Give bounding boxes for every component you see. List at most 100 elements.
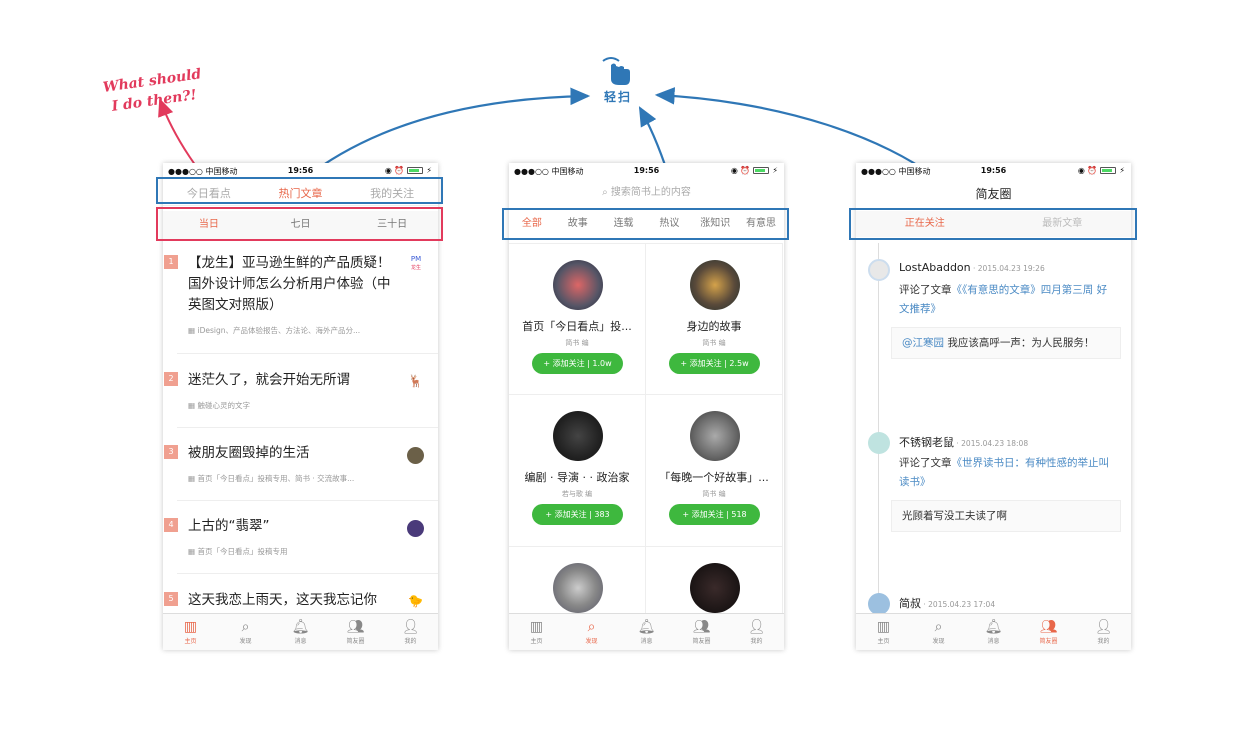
category-tabs: 全部 故事 连载 热议 涨知识 有意思 <box>509 211 784 237</box>
collection-card[interactable]: 首页「今日看点」投... 简书 编 + 添加关注 | 1.0w <box>509 243 646 395</box>
collection-avatar <box>553 260 603 310</box>
tab-serial[interactable]: 连载 <box>613 218 634 229</box>
article-title[interactable]: 迷茫久了，就会开始无所谓 <box>188 372 350 388</box>
top-tabs: 今日看点 热门文章 我的关注 <box>163 181 438 206</box>
article-thumbnail <box>407 447 424 464</box>
divider <box>177 427 438 428</box>
tab-knowledge[interactable]: 涨知识 <box>700 218 731 229</box>
follow-button[interactable]: + 添加关注 | 2.5w <box>669 353 760 374</box>
tab-discover[interactable]: ⌕发现 <box>218 614 273 650</box>
tab-following[interactable]: 我的关注 <box>370 187 415 200</box>
user-icon: 👤︎ <box>1094 619 1113 635</box>
tab-me[interactable]: 👤︎我的 <box>729 614 784 650</box>
collection-card[interactable] <box>646 547 783 650</box>
grid-icon: ▦ <box>188 401 198 410</box>
bottom-tab-bar: ▥主页 ⌕发现 🔔︎消息 👥︎简友圈 👤︎我的 <box>163 613 438 650</box>
tab-discover[interactable]: ⌕发现 <box>911 614 966 650</box>
phone-discover: ●●●○○ 中国移动 19:56 ◉ ⏰ ⚡ ⌕ 搜索简书上的内容 全部 故事 … <box>509 163 784 650</box>
follow-button[interactable]: + 添加关注 | 383 <box>532 504 623 525</box>
bell-icon: 🔔︎ <box>637 619 656 635</box>
tab-me[interactable]: 👤︎我的 <box>383 614 438 650</box>
tab-fun[interactable]: 有意思 <box>746 218 777 229</box>
rank-badge: 1 <box>164 255 178 269</box>
tab-discover[interactable]: ⌕发现 <box>564 614 619 650</box>
period-tabs: 当日 七日 三十日 <box>163 211 438 239</box>
follow-button[interactable]: + 添加关注 | 1.0w <box>532 353 623 374</box>
collection-editor: 简书 编 <box>565 339 589 347</box>
article-link[interactable]: 《《有意思的文章》四月第三周 好文推荐》 <box>899 284 1108 315</box>
collection-card[interactable]: 「每晚一个好故事」... 简书 编 + 添加关注 | 518 <box>646 395 783 547</box>
rank-badge: 2 <box>164 372 178 386</box>
collection-card[interactable] <box>509 547 646 650</box>
bottom-tab-bar: ▥主页 ⌕发现 🔔︎消息 👥︎简友圈 👤︎我的 <box>509 613 784 650</box>
article-title[interactable]: 【龙生】亚马逊生鲜的产品质疑！国外设计师怎么分析用户体验（中英图文对照版） <box>188 255 391 313</box>
article-link[interactable]: 《世界读书日：有种性感的举止叫读书》 <box>899 457 1109 488</box>
arrow-left <box>304 87 591 179</box>
tab-day[interactable]: 当日 <box>198 219 219 230</box>
mention-link[interactable]: @江寒园 <box>902 337 944 349</box>
tab-me[interactable]: 👤︎我的 <box>1076 614 1131 650</box>
tab-debate[interactable]: 热议 <box>659 218 680 229</box>
article-thumbnail: 🦌 <box>407 374 424 391</box>
tab-friends[interactable]: 👥︎简友圈 <box>328 614 383 650</box>
divider <box>177 573 438 574</box>
tap-gesture-icon <box>599 55 633 87</box>
collection-card[interactable]: 身边的故事 简书 编 + 添加关注 | 2.5w <box>646 243 783 395</box>
follow-button[interactable]: + 添加关注 | 518 <box>669 504 760 525</box>
article-title[interactable]: 被朋友圈毁掉的生活 <box>188 445 310 461</box>
avatar[interactable] <box>868 593 890 615</box>
rank-badge: 4 <box>164 518 178 532</box>
collection-editor: 简书 编 <box>702 490 726 498</box>
tab-home[interactable]: ▥主页 <box>163 614 218 650</box>
search-icon: ⌕ <box>934 619 943 635</box>
status-bar: ●●●○○ 中国移动 19:56 ◉ ⏰ ⚡ <box>856 163 1131 179</box>
feed-action: 评论了文章《《有意思的文章》四月第三周 好文推荐》 <box>899 284 1108 315</box>
timeline-line <box>878 243 879 613</box>
feed-tabs: 正在关注 最新文章 <box>856 211 1131 237</box>
tab-week[interactable]: 七日 <box>290 219 311 230</box>
bell-icon: 🔔︎ <box>984 619 1003 635</box>
grid-icon: ▦ <box>188 474 198 483</box>
collection-avatar <box>553 411 603 461</box>
collection-name: 「每晚一个好故事」... <box>659 471 769 484</box>
collection-card[interactable]: 编剧 · 导演 · · 政治家 若与歌 编 + 添加关注 | 383 <box>509 395 646 547</box>
tab-messages[interactable]: 🔔︎消息 <box>966 614 1021 650</box>
highlight-categories <box>502 208 789 240</box>
carrier-label: ●●●○○ 中国移动 <box>168 167 238 176</box>
tab-all[interactable]: 全部 <box>521 218 542 229</box>
avatar[interactable] <box>868 259 890 281</box>
rank-badge: 3 <box>164 445 178 459</box>
tab-story[interactable]: 故事 <box>567 218 588 229</box>
tab-friends[interactable]: 👥︎简友圈 <box>674 614 729 650</box>
bottom-tab-bar: ▥主页 ⌕发现 🔔︎消息 👥︎简友圈 👤︎我的 <box>856 613 1131 650</box>
avatar[interactable] <box>868 432 890 454</box>
tab-home[interactable]: ▥主页 <box>509 614 564 650</box>
tab-following[interactable]: 正在关注 <box>904 218 945 229</box>
users-icon: 👥︎ <box>1039 619 1058 635</box>
highlight-feed-tabs <box>849 208 1137 240</box>
tab-messages[interactable]: 🔔︎消息 <box>619 614 674 650</box>
collection-name: 首页「今日看点」投... <box>522 320 632 333</box>
tab-home[interactable]: ▥主页 <box>856 614 911 650</box>
tab-friends[interactable]: 👥︎简友圈 <box>1021 614 1076 650</box>
tab-latest[interactable]: 最新文章 <box>1042 218 1083 229</box>
tab-month[interactable]: 三十日 <box>377 219 408 230</box>
article-thumbnail <box>407 520 424 537</box>
collection-name: 身边的故事 <box>686 320 742 333</box>
grid-icon: ▦ <box>188 326 198 335</box>
status-bar: ●●●○○ 中国移动 19:56 ◉ ⏰ ⚡ <box>509 163 784 179</box>
tab-messages[interactable]: 🔔︎消息 <box>273 614 328 650</box>
collection-avatar <box>690 563 740 613</box>
tab-today[interactable]: 今日看点 <box>186 187 231 200</box>
search-icon: ⌕ <box>241 619 250 635</box>
article-title[interactable]: 这天我恋上雨天，这天我忘记你 <box>188 592 377 608</box>
phone-home: ●●●○○ 中国移动 19:56 ◉ ⏰ ⚡ 今日看点 热门文章 我的关注 当日… <box>163 163 438 650</box>
collection-avatar <box>690 411 740 461</box>
search-input[interactable]: ⌕ 搜索简书上的内容 <box>602 187 691 198</box>
article-title[interactable]: 上古的“翡翠” <box>188 518 270 534</box>
feed-user[interactable]: 简叔 · 2015.04.23 17:04 <box>899 597 996 610</box>
tab-hot[interactable]: 热门文章 <box>278 187 323 200</box>
feed-user[interactable]: LostAbaddon · 2015.04.23 19:26 <box>899 261 1045 274</box>
feed-user[interactable]: 不锈钢老鼠 · 2015.04.23 18:08 <box>899 436 1029 449</box>
